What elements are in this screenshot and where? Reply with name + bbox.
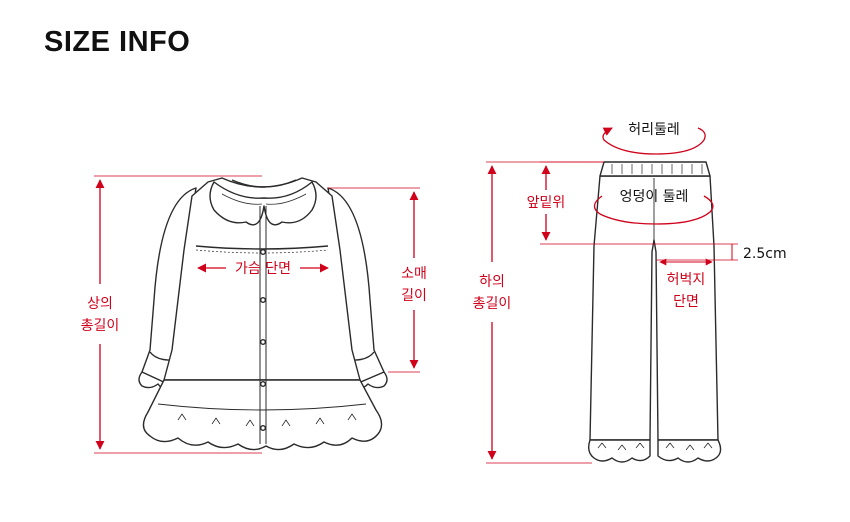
top-measurements bbox=[94, 175, 420, 454]
sleeve-length-label-1: 소매 bbox=[401, 266, 427, 282]
rise-label: 앞밑위 bbox=[527, 195, 566, 211]
chest-width-label: 가슴 단면 bbox=[235, 261, 291, 277]
waist-label: 허리둘레 bbox=[628, 122, 680, 138]
sleeve-length-label-2: 길이 bbox=[401, 288, 427, 304]
hip-ellipse bbox=[593, 195, 714, 225]
hip-label: 엉덩이 둘레 bbox=[620, 189, 689, 205]
bottom-measurements bbox=[486, 127, 738, 464]
bottom-total-length-label-1: 하의 bbox=[479, 274, 505, 290]
waist-ellipse bbox=[602, 127, 706, 155]
offset-label: 2.5cm bbox=[743, 246, 787, 262]
pajama-top-illustration bbox=[138, 177, 388, 451]
thigh-width-label-2: 단면 bbox=[673, 294, 699, 310]
top-total-length-label-1: 상의 bbox=[87, 296, 113, 312]
pajama-pants-illustration bbox=[587, 161, 722, 463]
top-total-length-label-2: 총길이 bbox=[81, 318, 120, 334]
thigh-width-label-1: 허벅지 bbox=[667, 272, 706, 288]
page-title: SIZE INFO bbox=[44, 26, 191, 58]
bottom-total-length-label-2: 총길이 bbox=[473, 296, 512, 312]
